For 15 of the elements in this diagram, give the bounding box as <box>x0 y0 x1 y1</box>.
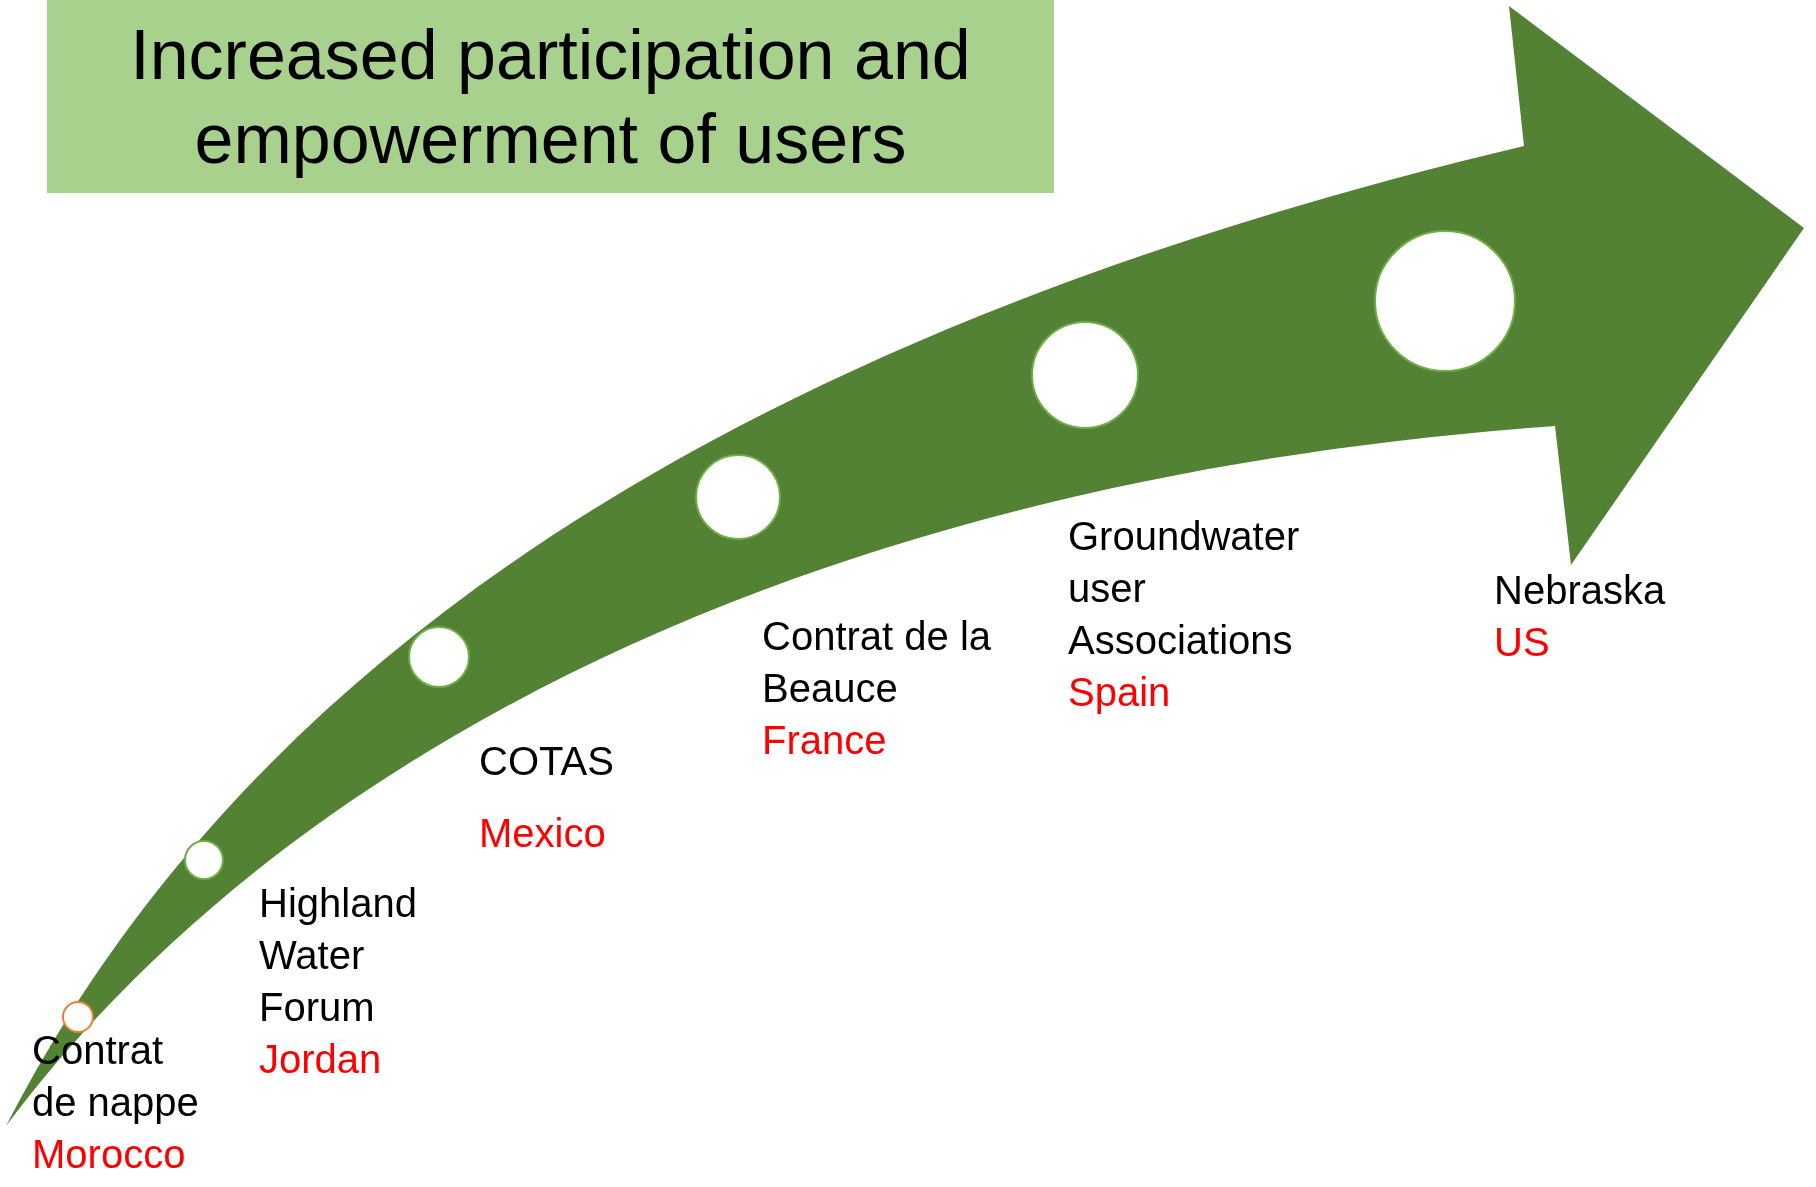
curved-arrow <box>6 6 1804 1126</box>
initiative-label: Nebraska <box>1494 567 1667 614</box>
initiative-label: COTAS <box>479 738 615 785</box>
initiative-label: Groundwater user Associations <box>1068 513 1301 664</box>
milestone-circle <box>62 1001 94 1033</box>
country-label: Mexico <box>479 810 607 857</box>
title-banner <box>47 0 1054 193</box>
country-label: France <box>762 717 888 764</box>
title-text: Increased participation and empowerment of users <box>129 14 972 180</box>
initiative-label: Highland Water Forum <box>259 880 418 1031</box>
country-label: Jordan <box>259 1036 383 1083</box>
country-label: US <box>1494 619 1551 666</box>
country-label: Morocco <box>32 1131 187 1178</box>
initiative-label: Contrat de la Beauce <box>762 613 993 712</box>
country-label: Spain <box>1068 669 1172 716</box>
